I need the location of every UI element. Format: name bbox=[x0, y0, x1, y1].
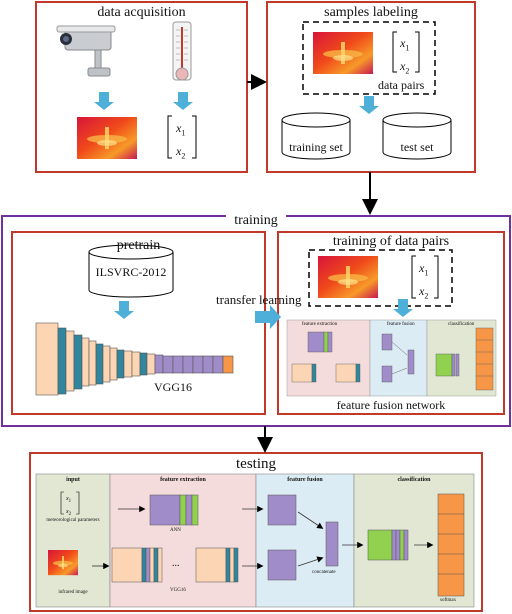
test-vector: x1 x2 bbox=[66, 496, 72, 518]
ilsvrc-db bbox=[88, 244, 174, 298]
ilsvrc-label: ILSVRC-2012 bbox=[95, 265, 167, 279]
acq-vector: x1 x2 bbox=[176, 121, 186, 161]
train-vector: x1 x2 bbox=[419, 261, 429, 301]
mini-sec-extraction: feature extraction bbox=[302, 322, 338, 327]
acquisition-frame bbox=[35, 1, 248, 173]
testing-frame bbox=[29, 452, 483, 612]
label-vector-brackets bbox=[392, 31, 420, 73]
test-sec-input: input bbox=[66, 477, 80, 483]
pretrain-title: pretrain bbox=[116, 238, 161, 253]
acquisition-title: data acquisition bbox=[97, 5, 186, 20]
training-set-label: training set bbox=[289, 140, 343, 154]
test-set-db bbox=[382, 112, 452, 160]
transfer-label: transfer learning bbox=[216, 292, 302, 307]
testing-title: testing bbox=[236, 456, 276, 472]
data-pairs-label: data pairs bbox=[378, 78, 425, 92]
concat-label: concatenate bbox=[312, 570, 336, 575]
softmax-label: softmax bbox=[440, 598, 457, 603]
train-pairs-down-arrow bbox=[393, 299, 413, 317]
train-thermal-image bbox=[318, 256, 378, 298]
mini-sec-fusion: feature fusion bbox=[387, 322, 415, 327]
label-thermal-image bbox=[313, 32, 373, 74]
acq-vector-brackets bbox=[167, 115, 197, 159]
camera-down-arrow bbox=[94, 92, 114, 110]
ellipsis: ... bbox=[172, 558, 180, 569]
training-set-db bbox=[281, 112, 351, 160]
vgg16-label: VGG16 bbox=[154, 380, 192, 394]
label-vector: x1 x2 bbox=[400, 36, 410, 76]
pretrain-down-arrow bbox=[114, 301, 134, 319]
met-label: meteorological parameters bbox=[46, 518, 100, 523]
network-caption: feature fusion network bbox=[336, 398, 446, 412]
acq-thermal-image bbox=[77, 117, 137, 159]
test-set-label: test set bbox=[400, 140, 434, 154]
thermo-down-arrow bbox=[173, 92, 193, 110]
mini-sec-classification: classification bbox=[448, 322, 475, 327]
train-vector-brackets bbox=[411, 255, 439, 299]
pairs-dashed-box bbox=[302, 21, 436, 95]
camera-icon bbox=[56, 25, 116, 77]
ann-label: ANN bbox=[170, 528, 181, 533]
mini-network bbox=[286, 319, 497, 397]
thermometer-icon bbox=[172, 21, 192, 81]
test-sec-extraction: feature extraction bbox=[160, 477, 206, 483]
train-pairs-title: training of data pairs bbox=[332, 234, 450, 249]
ir-label: infrared image bbox=[58, 590, 88, 595]
transfer-arrow bbox=[255, 305, 281, 329]
test-sec-fusion: feature fusion bbox=[287, 477, 323, 483]
train-pairs-dashed-box bbox=[308, 249, 453, 307]
vgg-test-label: VGG16 bbox=[170, 588, 186, 593]
pairs-down-arrow bbox=[359, 96, 379, 114]
training-title: training bbox=[226, 213, 286, 229]
vgg16-blocks bbox=[35, 322, 234, 396]
test-sec-classification: classification bbox=[397, 477, 431, 483]
labeling-title: samples labeling bbox=[324, 5, 418, 20]
testing-network bbox=[35, 473, 475, 608]
pairs-frame bbox=[277, 231, 505, 415]
